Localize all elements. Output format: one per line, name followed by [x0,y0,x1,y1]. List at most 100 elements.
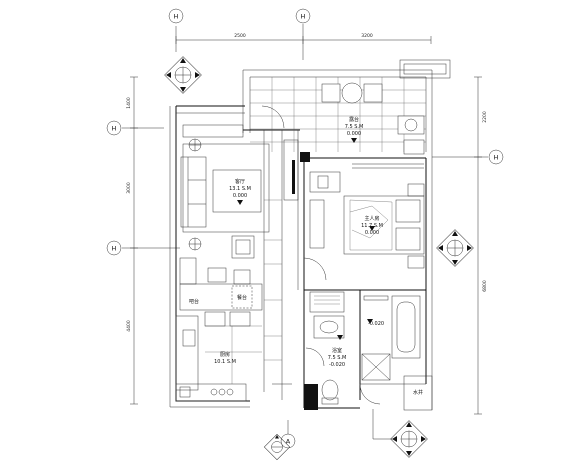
axis-label-top-mid: H [301,13,306,21]
bedroom-furniture [303,163,425,281]
elevation-symbol-bottom-left [263,433,291,461]
coffee-table [212,169,262,213]
axis-bubble-top-mid [295,8,311,24]
desk [309,171,341,193]
kitchen-furniture [175,315,262,402]
dimension-lines [122,24,488,415]
dining-chair-5 [229,311,251,327]
dining-chair-4 [204,311,226,327]
balcony-sink [403,139,425,155]
axis-label-top-left: H [174,13,179,21]
axis-label-left-1: H [112,125,117,133]
room-living-area: 13.1 S.M [229,186,251,192]
elevation-symbol-upper-left [164,56,202,94]
sofa [180,156,207,228]
axis-bubble-left-1 [106,120,122,136]
axis-label-right: H [494,154,499,162]
elevation-symbol-right [436,229,474,267]
room-balcony-area: 7.5 S.M [345,124,364,130]
water-shaft-label: 水井 [413,389,423,396]
bedroom-door-swing [303,257,327,281]
balcony-chair-1 [321,83,341,103]
room-bathroom-area: 7.5 S.M [328,355,347,361]
axis-bubble-right [488,149,504,165]
room-balcony-level: 0.000 [347,131,361,137]
dimension-labels: 2500 3200 1400 3000 4400 2200 6800 [126,33,488,332]
bathroom-door-swing [305,347,325,367]
kitchen-counter-bottom [175,383,247,402]
level-markers [237,138,375,340]
refrigerator [179,386,191,398]
room-dining-name: 餐台 [237,294,247,301]
planter-box [399,59,451,79]
dining-chair-2 [207,267,227,283]
room-living-name: 客厅 [235,178,245,185]
dim-top-1: 2500 [234,33,246,39]
dim-top-2: 3200 [361,33,373,39]
kitchen-sink [182,329,196,347]
kitchen-counter-left [175,315,199,391]
shower-rail [363,295,389,301]
tv-wall [283,139,299,201]
washing-machine [397,115,425,135]
nightstand-2 [407,255,425,269]
bathroom-furniture [305,291,421,405]
dim-left-1: 1400 [126,97,132,109]
dining-counter [179,283,263,311]
tv-cabinet [182,124,244,138]
room-bathroom-name: 浴室 [332,347,342,354]
living-room-furniture [180,124,299,259]
cooktop-burner-1 [210,388,218,396]
vanity [313,315,345,339]
room-bedroom-area: 11.7 S.M [361,223,383,229]
room-bedroom-level: 0.000 [365,230,379,236]
room-labels: 露台 7.5 S.M 0.000 客厅 13.1 S.M 0.000 主人房 1… [189,116,423,396]
axis-label-left-2: H [112,245,117,253]
pillow-1 [395,199,421,223]
cooktop-burner-2 [218,388,226,396]
axis-markers: H H H H H A [106,8,504,449]
elevation-index-symbols [164,56,474,461]
dim-right-2: 6800 [482,280,488,292]
wardrobe [309,199,325,249]
column-2 [304,384,318,410]
column-1 [300,152,310,162]
cooktop-burner-3 [226,388,234,396]
armchair [231,235,255,259]
wet-area-level: -0.020 [368,321,384,327]
dining-chair-3 [233,269,251,285]
pillow-2 [395,227,421,251]
dining-chair-1 [179,257,197,285]
bed [343,195,425,255]
room-kitchen-area: 10.1 S.M [214,359,236,365]
axis-bubble-left-2 [106,240,122,256]
dim-right-1: 2200 [482,111,488,123]
axis-bubble-top-left [168,8,184,24]
balcony-furniture [250,77,426,155]
bathtub [391,295,421,359]
room-kitchen-name: 厨房 [220,351,230,358]
wash-basin-cabinet [309,291,345,313]
room-bar-name: 吧台 [189,298,199,305]
toilet [321,379,339,401]
shower-area [361,353,391,381]
dim-left-2: 3000 [126,182,132,194]
wash-basin [319,320,339,334]
balcony-door-swing [261,105,285,129]
living-rug [182,143,270,233]
room-bedroom-name: 主人房 [364,215,379,222]
nightstand-1 [407,183,425,197]
room-living-level: 0.000 [233,193,247,199]
room-balcony-name: 露台 [349,116,359,123]
walls [169,59,451,411]
balcony-chair-2 [363,83,383,103]
room-bathroom-level: -0.020 [329,362,345,368]
water-shaft [403,375,433,411]
dining-area [179,257,282,361]
axis-label-bottom: A [286,438,291,446]
dim-left-3: 4400 [126,320,132,332]
shower-door-swing [359,383,381,405]
balcony-table [341,82,363,104]
elevation-symbol-bottom-right [372,409,428,458]
